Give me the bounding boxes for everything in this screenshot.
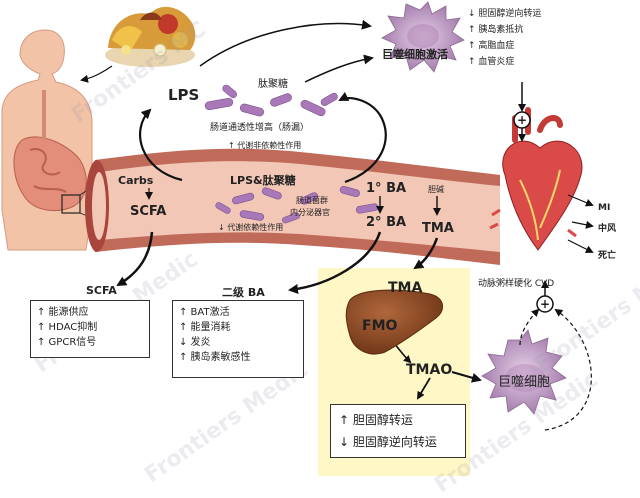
- scfa-effect-item: ↑ GPCR信号: [37, 337, 97, 348]
- effect-item: ↑ 血管炎症: [468, 57, 515, 67]
- liver-icon: [345, 289, 443, 355]
- heart-icon: [489, 107, 583, 251]
- permeability-label: 肠道通透性增高（肠漏）: [210, 121, 309, 133]
- ba-panel: ↑ BAT激活 ↑ 能量消耗 ↓ 发炎 ↑ 胰岛素敏感性: [172, 300, 304, 378]
- macrophage-cell-icon: [381, 1, 465, 73]
- scfa-gut-label: SCFA: [130, 204, 166, 219]
- tmao-effect-item: ↑ 胆固醇转运: [339, 413, 413, 427]
- macrophage-cell-icon: [481, 329, 567, 415]
- metabolic-label: ↓ 代谢依赖性作用: [218, 222, 283, 232]
- lps-peptidoglycan-label: LPS&肽聚糖: [230, 173, 296, 187]
- ba-effect-item: ↓ 发炎: [179, 337, 211, 348]
- plus-sign-top: +: [517, 113, 527, 127]
- scfa-effect-item: ↑ 能源供应: [37, 307, 89, 318]
- ba-effect-item: ↑ 能量消耗: [179, 322, 231, 333]
- stroke-label: 中风: [598, 222, 616, 234]
- mi-label: MI: [598, 203, 610, 213]
- carbs-label: Carbs: [118, 174, 154, 187]
- effect-item: ↑ 高脂血症: [468, 41, 515, 51]
- tmao-label: TMAO: [406, 362, 452, 378]
- scfa-effect-item: ↑ HDAC抑制: [37, 322, 98, 333]
- peptidoglycan-label: 肽聚糖: [258, 77, 288, 90]
- secondary-ba-label: 2° BA: [366, 215, 406, 230]
- cvd-label: 动脉粥样硬化 CVD: [478, 277, 554, 289]
- tma-liver-label: TMA: [388, 280, 422, 296]
- macrophage-label: 巨噬细胞: [498, 375, 550, 390]
- gut-tube: [85, 148, 500, 265]
- non-metabolic-label: ↑ 代谢非依赖性作用: [228, 140, 301, 150]
- leaking-bacteria: [204, 84, 338, 117]
- top-effects-list: ↓ 胆固醇逆向转运 ↑ 胰岛素抵抗 ↑ 高脂血症 ↑ 血管炎症: [468, 6, 638, 70]
- choline-label: 胆碱: [428, 185, 444, 194]
- human-torso-icon: [1, 29, 93, 251]
- tma-gut-label: TMA: [422, 221, 454, 236]
- fmo-label: FMO: [362, 318, 397, 334]
- death-label: 死亡: [597, 249, 616, 261]
- bacteria-cluster: [215, 186, 379, 224]
- gut-detail-box: [61, 194, 81, 214]
- plus-sign-bottom: +: [540, 297, 550, 311]
- tmao-effects-panel: ↑ 胆固醇转运 ↓ 胆固醇逆向转运: [330, 404, 466, 458]
- ba-effect-item: ↑ 胰岛素敏感性: [179, 352, 251, 363]
- scfa-panel: ↑ 能源供应 ↑ HDAC抑制 ↑ GPCR信号: [30, 300, 150, 358]
- diagram-canvas: LPS 肽聚糖 肠道通透性增高（肠漏） ↑ 代谢非依赖性作用 Carbs SCF…: [1, 1, 616, 476]
- tmao-effect-item: ↓ 胆固醇逆向转运: [339, 435, 437, 449]
- lps-label: LPS: [168, 86, 199, 104]
- primary-ba-label: 1° BA: [366, 181, 406, 196]
- effect-item: ↑ 胰岛素抵抗: [468, 25, 524, 35]
- food-pile-icon: [105, 6, 196, 67]
- effect-item: ↓ 胆固醇逆向转运: [468, 9, 542, 19]
- endocrine-organ-label: 内分泌器官: [290, 207, 330, 217]
- scfa-panel-title: SCFA: [86, 284, 117, 297]
- gut-flora-label: 肠道菌群: [296, 195, 328, 205]
- macrophage-activation-label: 巨噬细胞激活: [382, 47, 448, 61]
- ba-panel-title: 二级 BA: [222, 286, 265, 299]
- ba-effect-item: ↑ BAT激活: [179, 307, 230, 318]
